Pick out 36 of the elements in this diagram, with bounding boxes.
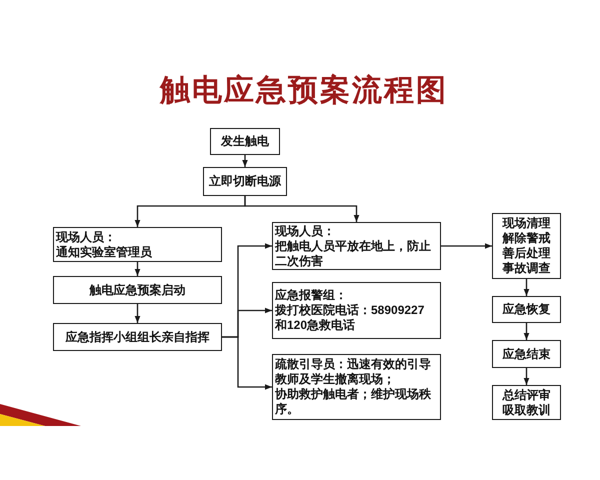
process-box: 发生触电	[210, 128, 280, 155]
instruction-text: 协助救护触电者；维护现场秩序。	[275, 387, 432, 417]
process-box	[272, 354, 441, 420]
step-text: 总结评审	[502, 388, 550, 402]
step-text: 善后处理	[502, 246, 550, 261]
arrow	[222, 336, 272, 390]
process-box	[53, 227, 222, 262]
process-box: 应急结束	[492, 340, 561, 368]
step-text: 吸取教训	[502, 402, 550, 418]
step-text: 解除警戒	[502, 231, 550, 246]
arrow	[244, 196, 360, 222]
arrow	[242, 155, 248, 167]
arrow	[524, 368, 530, 385]
arrow	[524, 323, 530, 340]
process-box	[492, 385, 561, 420]
role-heading: 现场人员：	[275, 224, 336, 238]
title: 触电应急预案流程图	[160, 72, 448, 109]
step-text: 现场清理	[502, 216, 550, 231]
instruction-text: 拨打校医院电话：58909227和120急救电话	[275, 303, 426, 333]
role-heading: 应急报警组：	[275, 288, 348, 303]
arrow	[441, 243, 492, 249]
process-box: 立即切断电源	[203, 167, 287, 196]
arrow	[134, 304, 140, 323]
process-box	[272, 282, 441, 339]
process-box	[272, 222, 441, 270]
process-box	[492, 213, 561, 279]
instruction-text: 通知实验室管理员	[56, 244, 153, 260]
process-box: 应急恢复	[492, 296, 561, 323]
role-heading: 现场人员：	[56, 230, 117, 244]
process-box: 应急指挥小组组长亲自指挥	[53, 323, 222, 351]
arrow	[134, 262, 140, 276]
arrow	[524, 279, 530, 296]
process-box: 触电应急预案启动	[53, 276, 222, 304]
step-text: 事故调查	[502, 261, 550, 276]
instruction-text: 疏散引导员：迅速有效的引导教师及学生撤离现场；	[275, 357, 432, 387]
instruction-text: 把触电人员平放在地上，防止二次伤害	[275, 238, 432, 268]
